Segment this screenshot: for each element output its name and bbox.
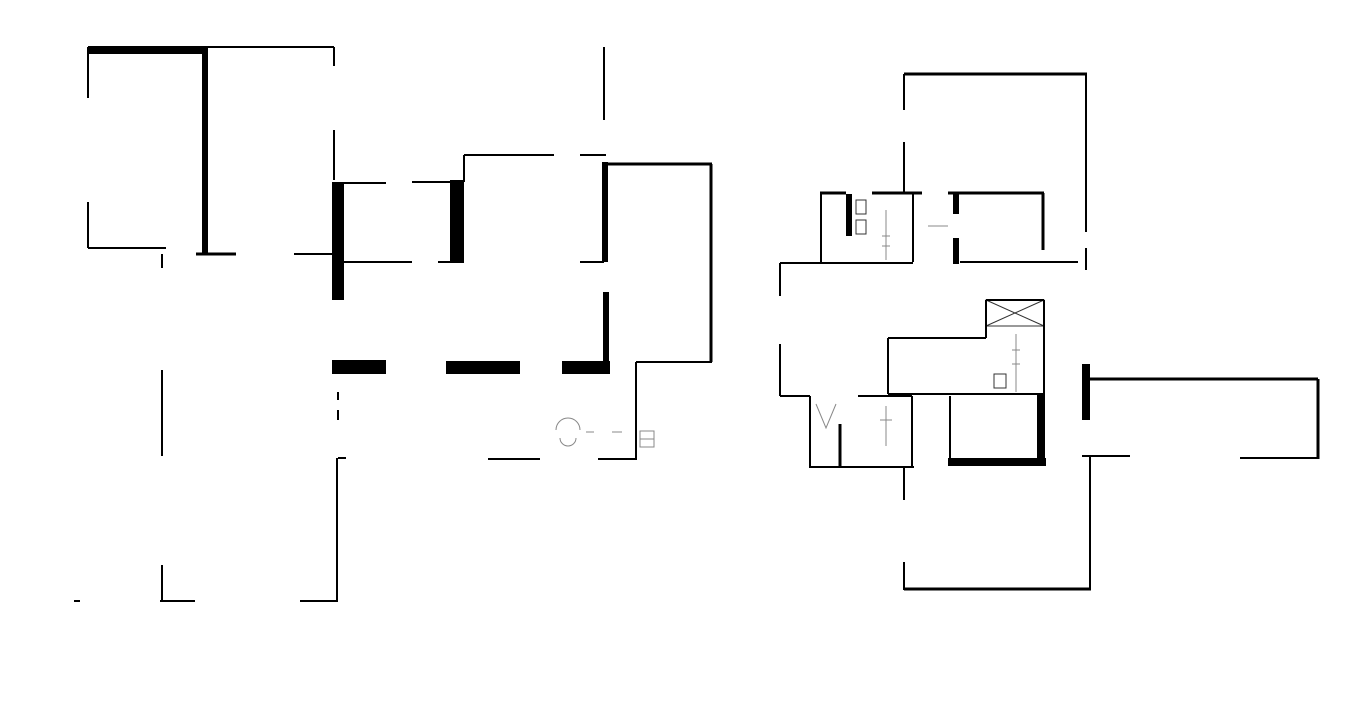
right-bath-upper (780, 191, 922, 264)
left-floor-plan (74, 46, 713, 602)
right-floor-plan (779, 72, 1320, 591)
right-room-lower-mid (948, 394, 1046, 466)
left-central-walls (332, 47, 609, 364)
left-room-right (337, 162, 713, 460)
right-bath-lower (809, 396, 914, 468)
left-fixtures (555, 417, 655, 448)
right-room-bottom (903, 456, 1091, 591)
left-room-lower (74, 254, 338, 602)
right-room-upper-mid (928, 191, 1078, 264)
left-room-top (87, 46, 335, 256)
right-room-top (903, 72, 1087, 270)
right-core (887, 299, 1045, 395)
right-living-walls (779, 263, 912, 397)
left-heavy-band (332, 360, 610, 374)
right-wing (1082, 364, 1320, 459)
